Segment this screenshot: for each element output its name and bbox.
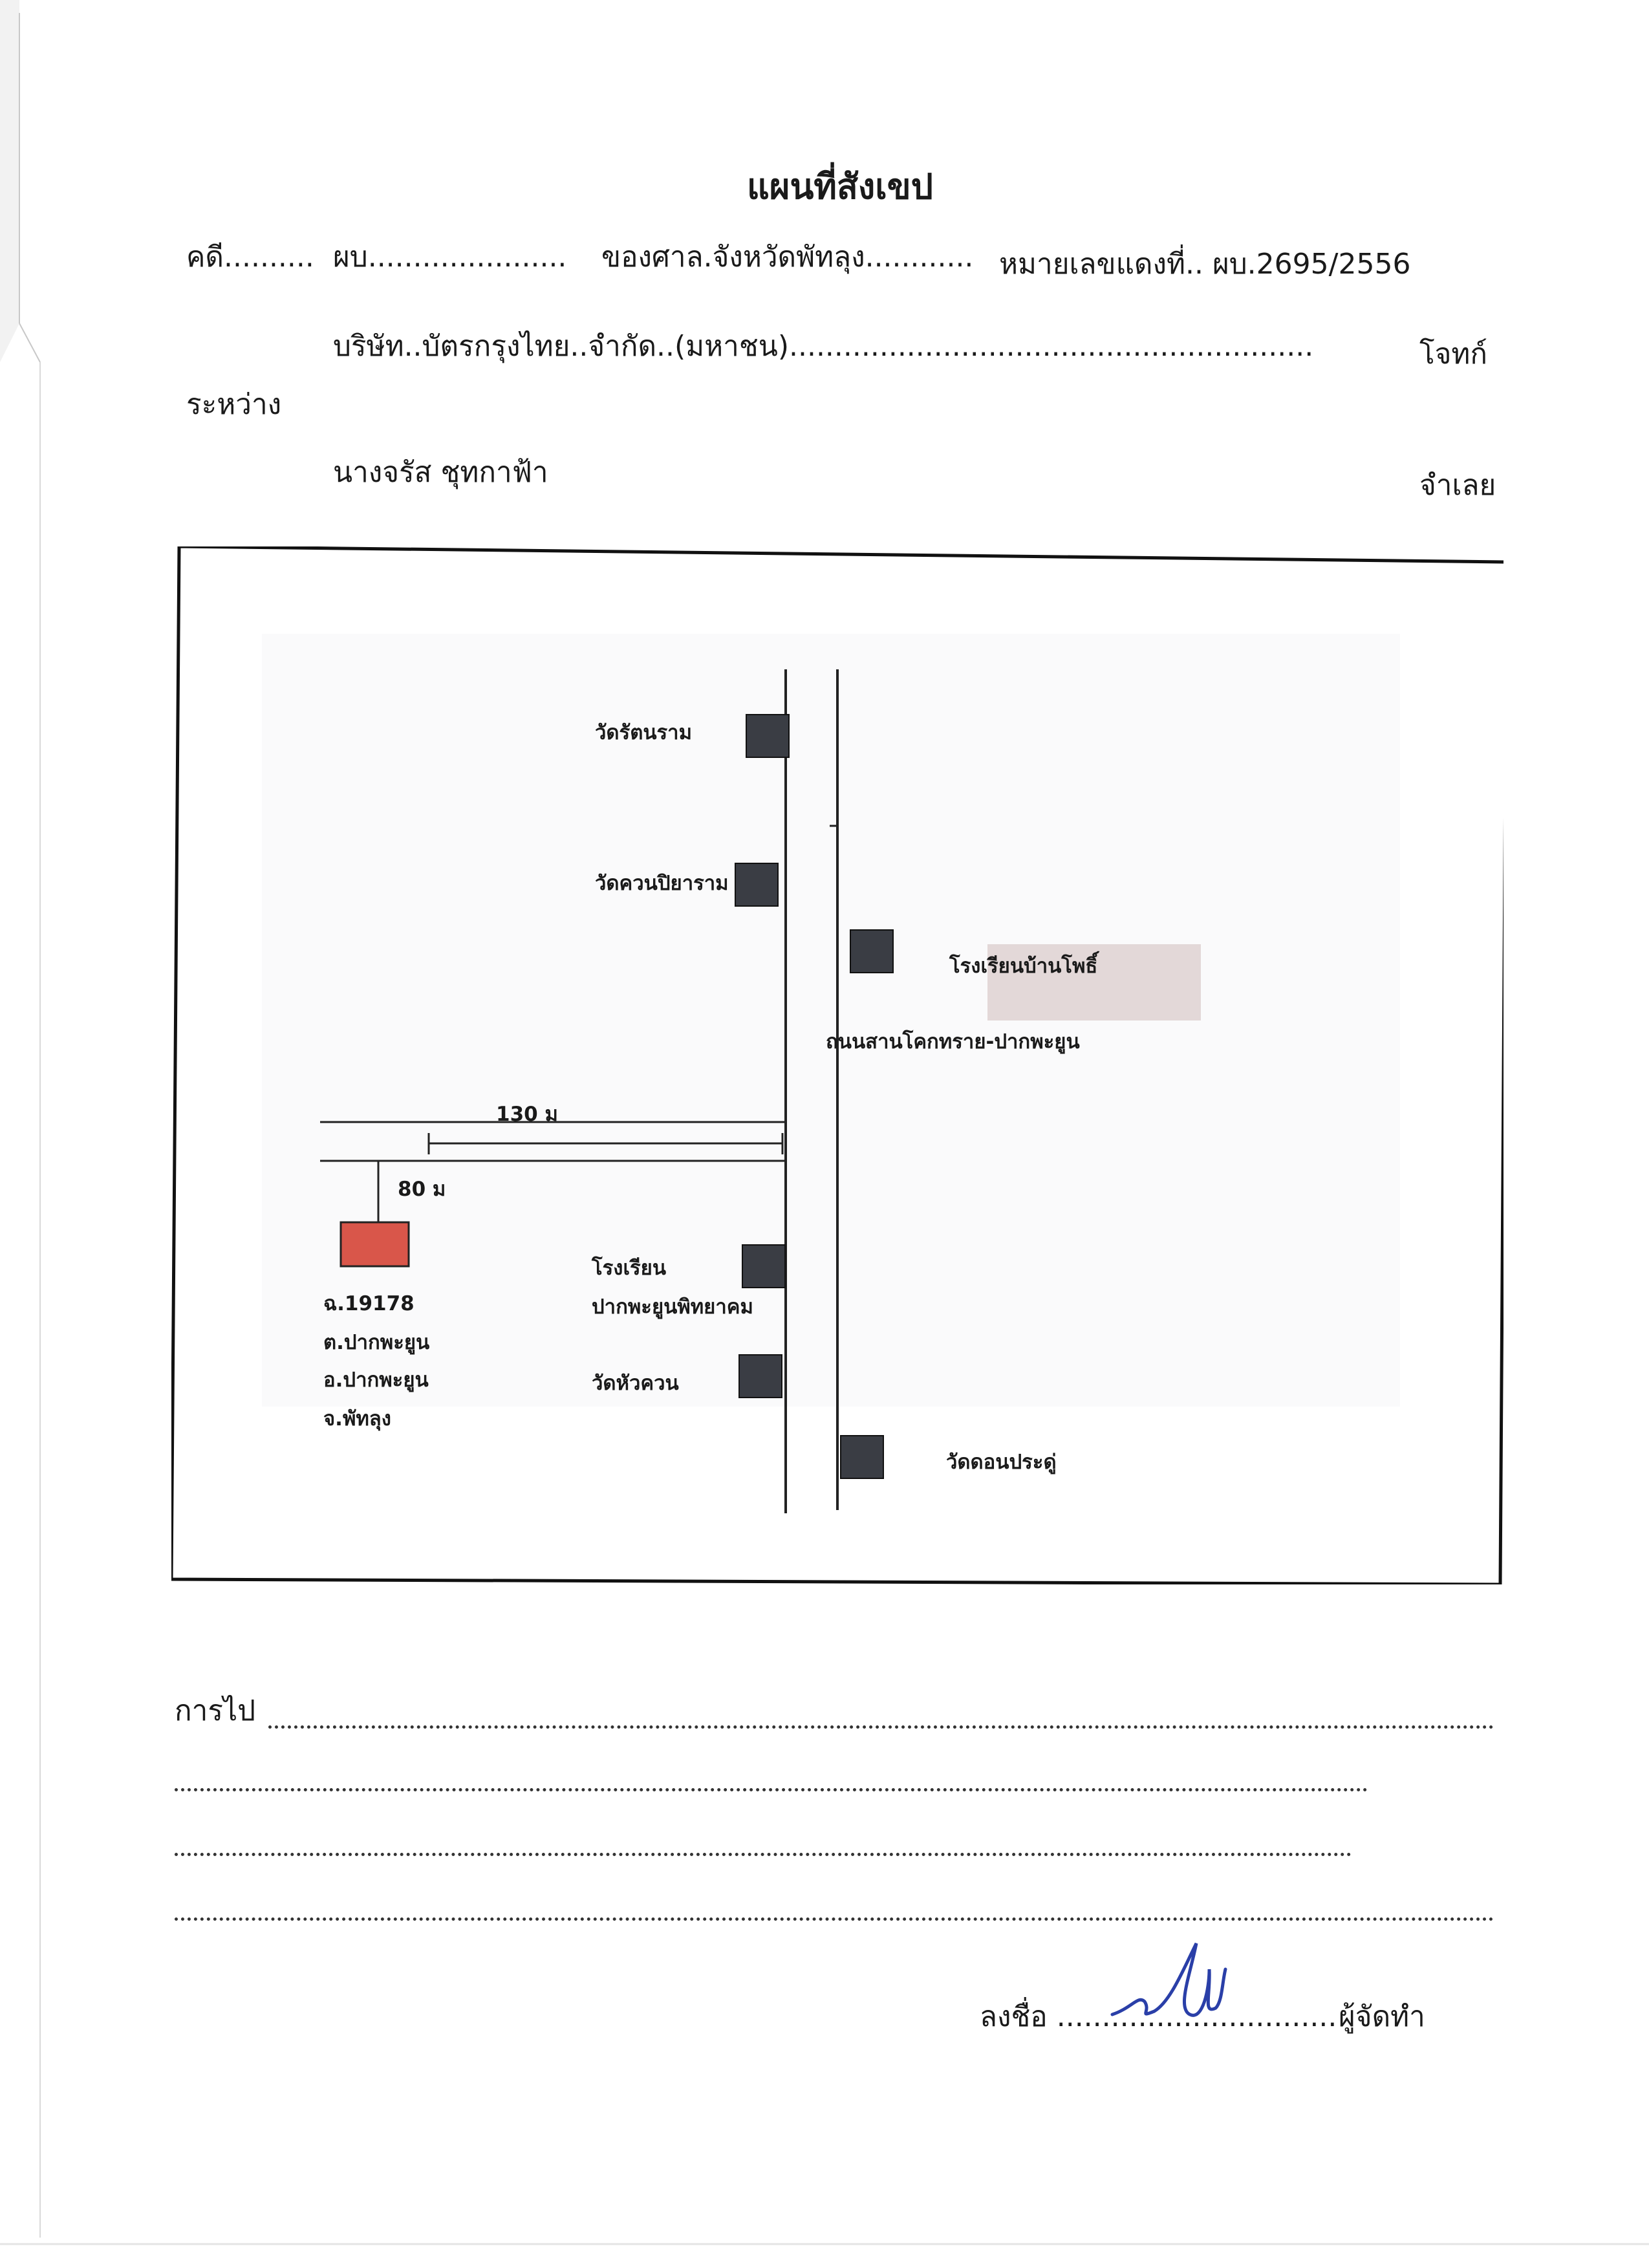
distance-80m: 80 ม xyxy=(398,1178,446,1201)
map-background xyxy=(262,634,1400,1407)
map-border xyxy=(171,546,1503,1584)
defendant-name: นางจรัส ชุทกาฟ้า xyxy=(333,456,548,489)
landmark-pakphayun-school xyxy=(742,1244,786,1288)
target-district: อ.ปากพะยูน xyxy=(323,1368,429,1392)
directions-line-4 xyxy=(175,1917,1494,1921)
handwritten-signature xyxy=(1110,1942,1227,2017)
target-parcel xyxy=(339,1221,410,1268)
case-prefix: คดี.......... xyxy=(186,241,314,274)
label-school-line2: ปากพะยูนพิทยาคม xyxy=(592,1295,753,1319)
landmark-wat-khuan-piyaram xyxy=(735,863,779,907)
directions-line-3 xyxy=(175,1853,1352,1856)
label-wat-rattanaram: วัดรัตนราม xyxy=(595,721,693,744)
case-type: ผบ...................... xyxy=(333,241,567,274)
landmark-ban-pho-school xyxy=(850,929,894,973)
signature-role: ผู้จัดทำ xyxy=(1339,2000,1425,2033)
landmark-wat-don-pradu xyxy=(840,1435,884,1479)
landmark-wat-rattanaram xyxy=(746,714,790,758)
plaintiff-role: โจทก์ xyxy=(1419,338,1488,371)
map-drawing xyxy=(171,546,1503,1584)
label-school-line1: โรงเรียน xyxy=(592,1257,667,1280)
highlight-box xyxy=(987,944,1201,1021)
plaintiff-name: บริษัท..บัตรกรุงไทย..จำกัด..(มหาชน).....… xyxy=(333,330,1314,363)
defendant-role: จำเลย xyxy=(1419,469,1496,502)
sketch-map: วัดรัตนราม วัดควนปิยาราม โรงเรียนบ้านโพธ… xyxy=(171,546,1503,1584)
directions-label: การไป xyxy=(175,1694,256,1727)
directions-line-1 xyxy=(268,1725,1494,1729)
page-title: แผนที่สังเขป xyxy=(747,166,933,207)
target-province: จ.พัทลุง xyxy=(323,1407,391,1431)
court-name: ของศาล.จังหวัดพัทลุง............ xyxy=(601,241,974,274)
target-subdistrict: ต.ปากพะยูน xyxy=(323,1331,430,1354)
between-label: ระหว่าง xyxy=(186,388,282,421)
label-wat-khuan-piyaram: วัดควนปิยาราม xyxy=(595,872,729,895)
label-wat-hua-khuan: วัดหัวควน xyxy=(592,1372,679,1395)
red-case-number: หมายเลขแดงที่.. ผบ.2695/2556 xyxy=(999,248,1411,281)
label-road-name: ถนนสานโคกทราย-ปากพะยูน xyxy=(826,1030,1080,1053)
distance-130m: 130 ม xyxy=(496,1103,558,1126)
directions-line-2 xyxy=(175,1788,1368,1791)
landmark-wat-hua-khuan xyxy=(738,1354,782,1398)
target-title-deed: ฉ.19178 xyxy=(323,1292,415,1315)
label-wat-don-pradu: วัดดอนประดู่ xyxy=(946,1451,1057,1474)
signature-label: ลงชื่อ ............................... xyxy=(980,2000,1337,2033)
label-ban-pho-school: โรงเรียนบ้านโพธิ์ xyxy=(949,955,1098,978)
